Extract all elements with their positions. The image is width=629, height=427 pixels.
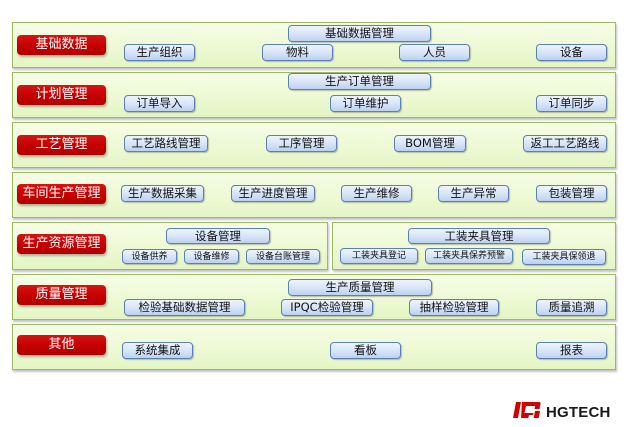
production-progress-button[interactable]: 生产进度管理 (231, 185, 315, 202)
category-others[interactable]: 其他 (17, 335, 106, 355)
equipment-maintenance-supply-button[interactable]: 设备供养 (122, 249, 177, 264)
category-workshop-production[interactable]: 车间生产管理 (17, 184, 106, 204)
system-integration-button[interactable]: 系统集成 (122, 342, 193, 359)
routing-management-button[interactable]: 工艺路线管理 (124, 135, 208, 152)
rework-routing-button[interactable]: 返工工艺路线 (523, 135, 607, 152)
equipment-button[interactable]: 设备 (536, 44, 607, 61)
tooling-registration-button[interactable]: 工装夹具登记 (340, 248, 418, 264)
tooling-maintenance-warning-button[interactable]: 工装夹具保养预警 (425, 248, 513, 264)
sampling-inspection-button[interactable]: 抽样检验管理 (409, 299, 499, 316)
equipment-repair-button[interactable]: 设备维修 (184, 249, 239, 264)
personnel-button[interactable]: 人员 (399, 44, 470, 61)
ipqc-inspection-button[interactable]: IPQC检验管理 (281, 299, 373, 316)
production-exception-button[interactable]: 生产异常 (438, 185, 509, 202)
inspection-base-data-button[interactable]: 检验基础数据管理 (124, 299, 245, 316)
material-button[interactable]: 物料 (262, 44, 333, 61)
panel-others (12, 324, 616, 370)
tooling-checkout-return-button[interactable]: 工装夹具保领退 (522, 249, 606, 265)
category-plan-management[interactable]: 计划管理 (17, 85, 106, 105)
basic-data-management-button[interactable]: 基础数据管理 (288, 25, 431, 42)
hgtech-logo-text: HGTECH (546, 403, 611, 421)
hgtech-logo: HGTECH (512, 401, 611, 423)
equipment-ledger-button[interactable]: 设备台账管理 (246, 249, 320, 264)
production-data-collection-button[interactable]: 生产数据采集 (121, 185, 204, 202)
packaging-management-button[interactable]: 包装管理 (536, 185, 607, 202)
category-basic-data[interactable]: 基础数据 (17, 35, 106, 55)
order-maintenance-button[interactable]: 订单维护 (330, 95, 401, 112)
hgtech-logo-icon (512, 400, 542, 424)
equipment-management-button[interactable]: 设备管理 (166, 228, 270, 244)
operation-management-button[interactable]: 工序管理 (266, 135, 337, 152)
reports-button[interactable]: 报表 (536, 342, 607, 359)
category-process-management[interactable]: 工艺管理 (17, 135, 106, 155)
production-org-button[interactable]: 生产组织 (124, 44, 195, 61)
dashboard-button[interactable]: 看板 (330, 342, 401, 359)
quality-traceability-button[interactable]: 质量追溯 (536, 299, 607, 316)
production-quality-management-button[interactable]: 生产质量管理 (288, 279, 432, 296)
category-quality-management[interactable]: 质量管理 (17, 285, 106, 305)
production-repair-button[interactable]: 生产维修 (341, 185, 412, 202)
order-sync-button[interactable]: 订单同步 (536, 95, 607, 112)
bom-management-button[interactable]: BOM管理 (394, 135, 466, 152)
order-import-button[interactable]: 订单导入 (124, 95, 195, 112)
category-production-resources[interactable]: 生产资源管理 (17, 234, 106, 254)
production-order-management-button[interactable]: 生产订单管理 (288, 73, 431, 90)
tooling-fixture-management-button[interactable]: 工装夹具管理 (408, 228, 550, 244)
